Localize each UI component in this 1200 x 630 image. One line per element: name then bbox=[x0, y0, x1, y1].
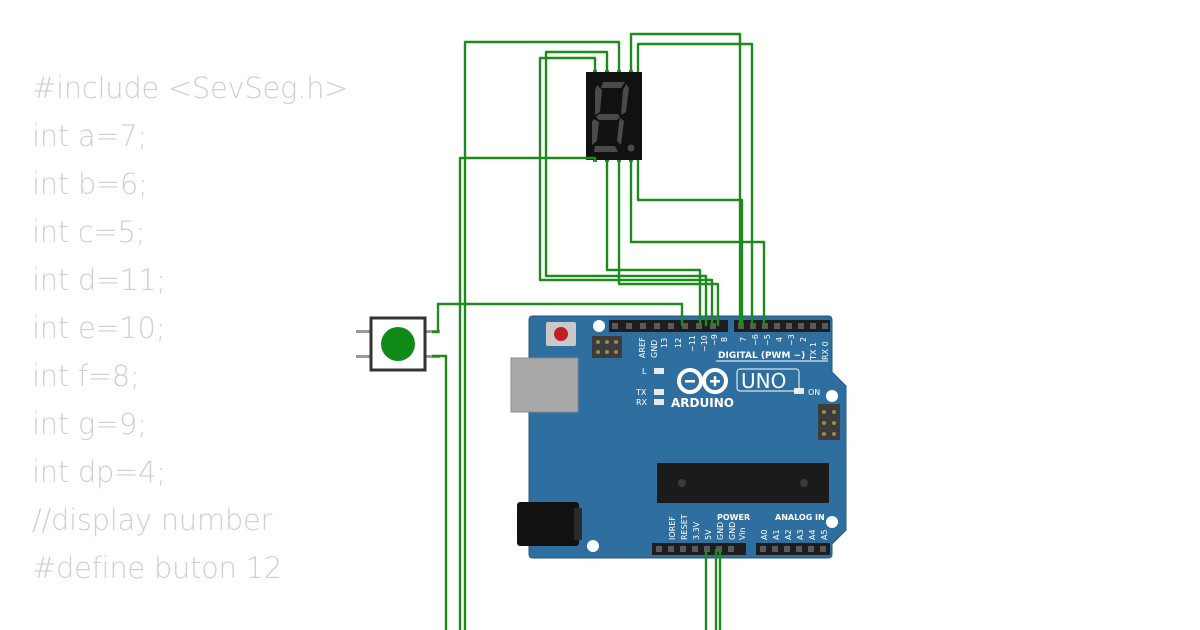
arduino-uno-board[interactable]: AREF GND 13 12 ~11 ~10 ~9 8 7 ~6 ~5 4 ~3… bbox=[510, 315, 847, 559]
power-jack bbox=[517, 502, 582, 546]
wire bbox=[463, 40, 621, 630]
pin-label-11: ~11 bbox=[688, 335, 697, 352]
code-line: int g=9; bbox=[32, 407, 147, 441]
mounting-hole bbox=[593, 320, 605, 332]
code-line: int f=8; bbox=[32, 359, 140, 393]
wire bbox=[605, 160, 702, 326]
pin-label-reset: RESET bbox=[680, 514, 689, 540]
push-button[interactable] bbox=[356, 316, 440, 372]
power-header bbox=[652, 543, 746, 555]
pin-label-a2: A2 bbox=[784, 529, 793, 540]
pin-label-3: ~3 bbox=[787, 334, 796, 346]
code-line: int d=11; bbox=[32, 263, 166, 297]
code-line: int dp=4; bbox=[32, 455, 166, 489]
pin-label-9: ~9 bbox=[710, 334, 719, 346]
pin-label-gnd2: GND bbox=[728, 522, 737, 540]
code-line: //display number bbox=[32, 503, 273, 537]
pin-label-13: 13 bbox=[660, 338, 669, 348]
pin-label-a3: A3 bbox=[796, 529, 805, 540]
wire bbox=[629, 160, 766, 326]
code-line: int e=10; bbox=[32, 311, 166, 345]
pin-label-a4: A4 bbox=[808, 529, 817, 540]
reset-button[interactable] bbox=[546, 322, 576, 346]
icsp-header-right bbox=[818, 404, 840, 440]
wiring bbox=[432, 32, 766, 630]
code-line: #include <SevSeg.h> bbox=[32, 71, 349, 105]
wire bbox=[629, 32, 742, 326]
power-label: POWER bbox=[717, 513, 750, 522]
arduino-brand-text: ARDUINO bbox=[671, 396, 734, 410]
led-tx-label: TX bbox=[635, 388, 647, 397]
analog-label: ANALOG IN bbox=[775, 513, 825, 522]
digital-header-right bbox=[734, 320, 830, 332]
mounting-hole bbox=[826, 390, 838, 402]
microcontroller-chip bbox=[657, 463, 829, 503]
code-line: #define buton 12 bbox=[32, 551, 282, 585]
wire bbox=[432, 302, 684, 334]
pin-label-4: 4 bbox=[775, 337, 784, 342]
arduino-logo-icon bbox=[677, 368, 728, 394]
mounting-hole bbox=[587, 540, 599, 552]
led-l bbox=[654, 368, 664, 374]
pin-label-a1: A1 bbox=[772, 529, 781, 540]
code-line: int a=7; bbox=[32, 119, 147, 153]
pin-label-rx0: RX 0 bbox=[821, 341, 830, 360]
pin-label-gnd: GND bbox=[650, 340, 659, 358]
code-line: int c=5; bbox=[32, 215, 146, 249]
seven-segment-display[interactable] bbox=[586, 70, 642, 162]
uno-badge bbox=[736, 368, 800, 392]
display-segments bbox=[592, 82, 635, 152]
pin-label-5: ~5 bbox=[763, 334, 772, 346]
pin-label-8: 8 bbox=[720, 337, 729, 342]
wire bbox=[458, 156, 597, 630]
pin-label-3v3: 3.3V bbox=[692, 521, 701, 540]
mounting-hole bbox=[826, 516, 838, 528]
uno-model-text: UNO bbox=[741, 369, 786, 393]
pin-label-vin: Vin bbox=[738, 527, 747, 540]
icsp-header bbox=[592, 336, 622, 358]
digital-header-label: DIGITAL (PWM ~) bbox=[718, 351, 805, 361]
pin-label-ioref: IOREF bbox=[668, 516, 677, 540]
wire bbox=[617, 160, 720, 326]
led-on bbox=[794, 388, 804, 394]
pin-label-aref: AREF bbox=[638, 337, 647, 358]
wire bbox=[636, 160, 744, 326]
analog-header bbox=[756, 543, 830, 555]
wire bbox=[538, 56, 714, 326]
pin-label-5v: 5V bbox=[704, 529, 713, 540]
led-on-label: ON bbox=[808, 388, 820, 397]
wire bbox=[636, 42, 754, 326]
led-rx bbox=[654, 399, 664, 405]
pin-label-2: 2 bbox=[799, 337, 808, 342]
code-line: int b=6; bbox=[32, 167, 148, 201]
pin-label-6: ~6 bbox=[751, 334, 760, 346]
pin-label-tx1: TX 1 bbox=[809, 342, 818, 361]
pin-label-a5: A5 bbox=[820, 529, 829, 540]
wire bbox=[432, 354, 448, 630]
led-tx bbox=[654, 389, 664, 395]
pin-label-gnd1: GND bbox=[716, 522, 725, 540]
pin-label-a0: A0 bbox=[760, 529, 769, 540]
usb-port bbox=[510, 357, 579, 413]
led-rx-label: RX bbox=[636, 398, 648, 407]
led-l-label: L bbox=[642, 367, 647, 376]
code-panel: #include <SevSeg.h> int a=7; int b=6; in… bbox=[32, 66, 348, 594]
pin-label-7: 7 bbox=[739, 337, 748, 342]
pin-label-10: ~10 bbox=[700, 335, 709, 352]
pin-label-12: 12 bbox=[674, 338, 683, 348]
